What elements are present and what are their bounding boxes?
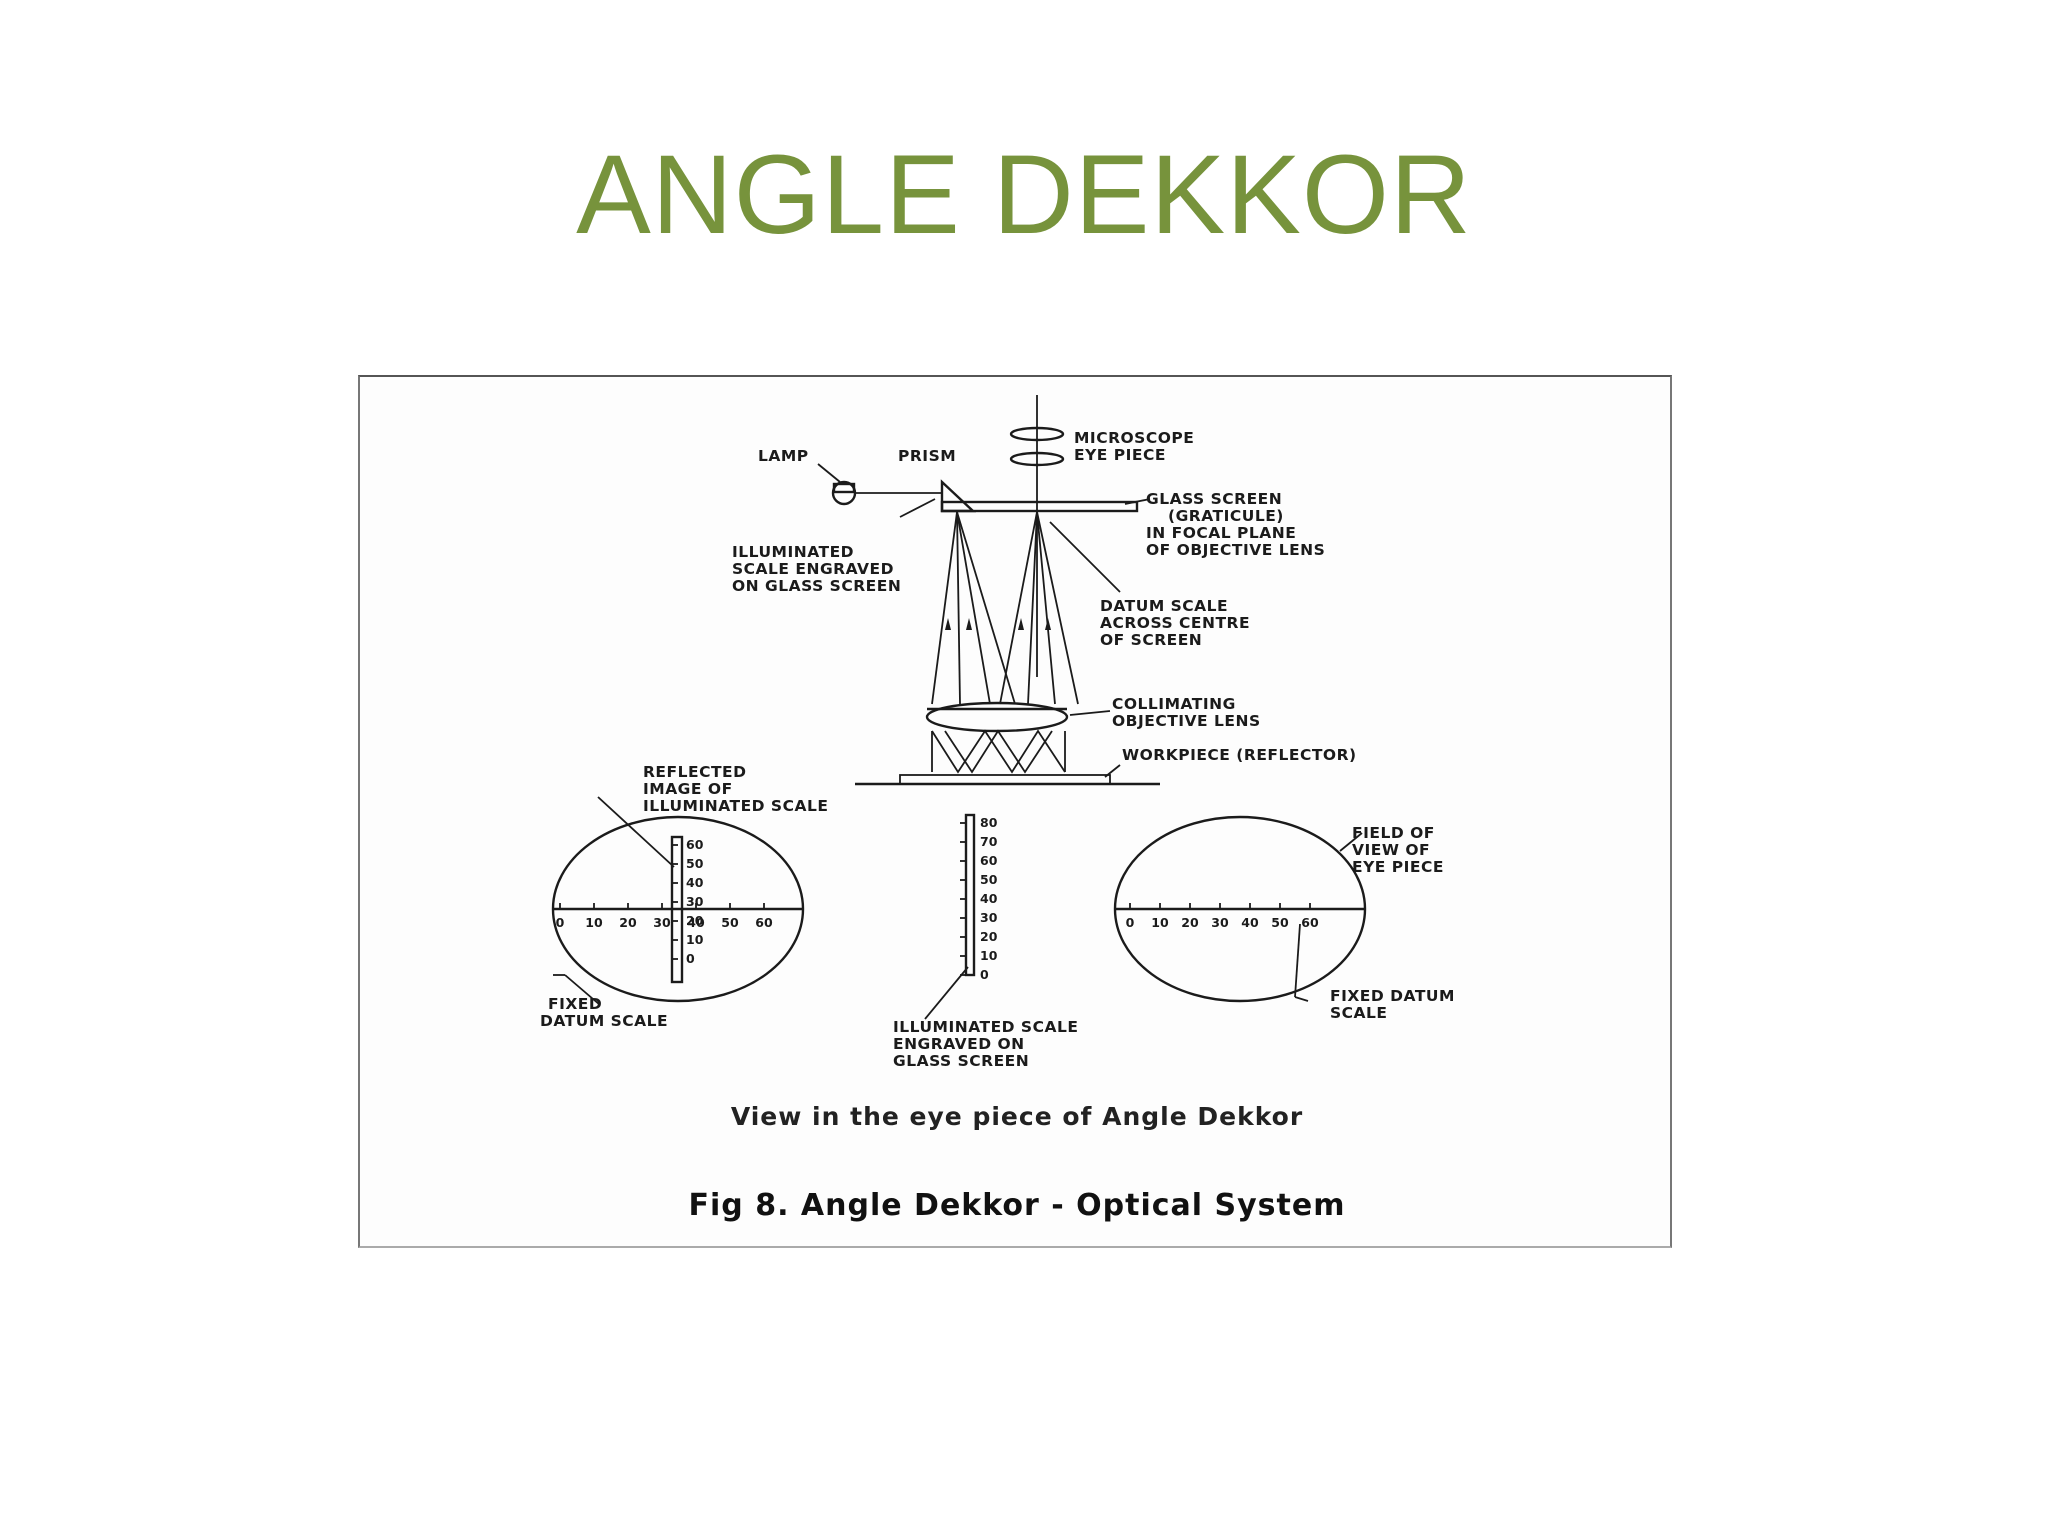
- glass-screen-label-3: IN FOCAL PLANE: [1146, 524, 1296, 542]
- left-horizontal-scale: 0 10 20 30 40 50 60: [556, 903, 773, 930]
- left-vertical-tick-label: 40: [686, 875, 704, 890]
- illuminated-scale-label-1: ILLUMINATED: [732, 543, 854, 561]
- right-horizontal-scale: 0 10 20 30 40 50 60: [1126, 903, 1319, 930]
- prism-label: PRISM: [898, 447, 956, 465]
- right-horizontal-tick-label: 40: [1241, 915, 1259, 930]
- left-horizontal-tick-label: 10: [585, 915, 603, 930]
- illuminated-scale-label-3: ON GLASS SCREEN: [732, 577, 901, 595]
- fixed-datum-left-label-1: FIXED: [548, 995, 602, 1013]
- illuminated-scale-label-2: SCALE ENGRAVED: [732, 560, 894, 578]
- center-scale-tick-label: 20: [980, 929, 998, 944]
- field-of-view-label-3: EYE PIECE: [1352, 858, 1444, 876]
- eyepiece-label-1: MICROSCOPE: [1074, 429, 1194, 447]
- workpiece-block: [899, 774, 1111, 785]
- left-vertical-tick-label: 60: [686, 837, 704, 852]
- optical-system-figure: LAMP PRISM MICROSCOPE EYE PIECE GLASS SC…: [358, 375, 1672, 1248]
- center-scale-tick-label: 80: [980, 815, 998, 830]
- right-horizontal-tick-label: 10: [1151, 915, 1169, 930]
- left-vertical-tick-label: 30: [686, 894, 704, 909]
- ray-arrowheads: [945, 618, 1051, 630]
- collimating-lens: [925, 701, 1069, 733]
- reflection-rays: [931, 729, 1066, 774]
- center-scale-ticks: 80 70 60 50 40 30 20 10 0: [960, 815, 998, 982]
- reflected-image-label-2: IMAGE OF: [643, 780, 733, 798]
- center-scale-tick-label: 10: [980, 948, 998, 963]
- left-horizontal-tick-label: 60: [755, 915, 773, 930]
- left-horizontal-tick-label: 0: [556, 915, 565, 930]
- left-ray-group: [931, 511, 1016, 705]
- center-scale-tick-label: 50: [980, 872, 998, 887]
- view-caption: View in the eye piece of Angle Dekkor: [731, 1102, 1303, 1131]
- eyepiece-label-2: EYE PIECE: [1074, 446, 1166, 464]
- optical-system-diagram: LAMP PRISM MICROSCOPE EYE PIECE GLASS SC…: [540, 395, 1455, 1223]
- workpiece-label: WORKPIECE (REFLECTOR): [1122, 746, 1357, 764]
- center-leader: [924, 966, 969, 1020]
- left-vertical-tick-label: 10: [686, 932, 704, 947]
- right-horizontal-tick-label: 60: [1301, 915, 1319, 930]
- left-horizontal-tick-label: 40: [687, 915, 705, 930]
- fixed-datum-right-label-1: FIXED DATUM: [1330, 987, 1455, 1005]
- datum-scale-label-2: ACROSS CENTRE: [1100, 614, 1250, 632]
- left-vertical-tick-label: 20: [686, 913, 704, 928]
- illuminated-bottom-label-1: ILLUMINATED SCALE: [893, 1018, 1078, 1036]
- center-scale-tick-label: 30: [980, 910, 998, 925]
- right-eyepiece-view: [1113, 815, 1367, 1003]
- center-scale-tick-label: 0: [980, 967, 989, 982]
- left-horizontal-tick-label: 50: [721, 915, 739, 930]
- right-ray-group: [999, 511, 1079, 705]
- upper-leader-lines: [817, 463, 1151, 778]
- right-horizontal-tick-label: 0: [1126, 915, 1135, 930]
- left-vertical-tick-label: 0: [686, 951, 695, 966]
- fixed-datum-right-label-2: SCALE: [1330, 1004, 1388, 1022]
- eyepiece-lens-upper: [1009, 426, 1065, 442]
- field-of-view-label-2: VIEW OF: [1352, 841, 1430, 859]
- center-illuminated-scale: [964, 813, 976, 977]
- eyepiece-lens-lower: [1009, 451, 1065, 467]
- datum-scale-label-3: OF SCREEN: [1100, 631, 1202, 649]
- right-horizontal-tick-label: 30: [1211, 915, 1229, 930]
- right-horizontal-tick-label: 20: [1181, 915, 1199, 930]
- figure-caption: Fig 8. Angle Dekkor - Optical System: [689, 1188, 1346, 1223]
- lamp-base: [832, 482, 856, 494]
- lamp-label: LAMP: [758, 447, 809, 465]
- center-scale-tick-label: 60: [980, 853, 998, 868]
- left-vertical-tick-label: 50: [686, 856, 704, 871]
- reflected-image-label-3: ILLUMINATED SCALE: [643, 797, 828, 815]
- collimating-lens-label-2: OBJECTIVE LENS: [1112, 712, 1261, 730]
- right-horizontal-tick-label: 50: [1271, 915, 1289, 930]
- slide-title: ANGLE DEKKOR: [576, 132, 1472, 257]
- left-horizontal-tick-label: 20: [619, 915, 637, 930]
- fixed-datum-left-label-2: DATUM SCALE: [540, 1012, 668, 1030]
- illuminated-bottom-label-3: GLASS SCREEN: [893, 1052, 1029, 1070]
- left-eyepiece-view: [551, 796, 805, 1006]
- glass-screen-label-4: OF OBJECTIVE LENS: [1146, 541, 1325, 559]
- glass-screen-label-1: GLASS SCREEN: [1146, 490, 1282, 508]
- left-vertical-scale: 60 50 40 30 20 10 0: [672, 837, 704, 966]
- collimating-lens-label-1: COLLIMATING: [1112, 695, 1236, 713]
- illuminated-bottom-label-2: ENGRAVED ON: [893, 1035, 1025, 1053]
- reflected-image-label-1: REFLECTED: [643, 763, 746, 781]
- prism-shape: [940, 479, 977, 513]
- center-scale-tick-label: 70: [980, 834, 998, 849]
- left-horizontal-tick-label: 30: [653, 915, 671, 930]
- glass-screen-label-2: (GRATICULE): [1168, 507, 1284, 525]
- datum-scale-label-1: DATUM SCALE: [1100, 597, 1228, 615]
- center-scale-tick-label: 40: [980, 891, 998, 906]
- field-of-view-label-1: FIELD OF: [1352, 824, 1435, 842]
